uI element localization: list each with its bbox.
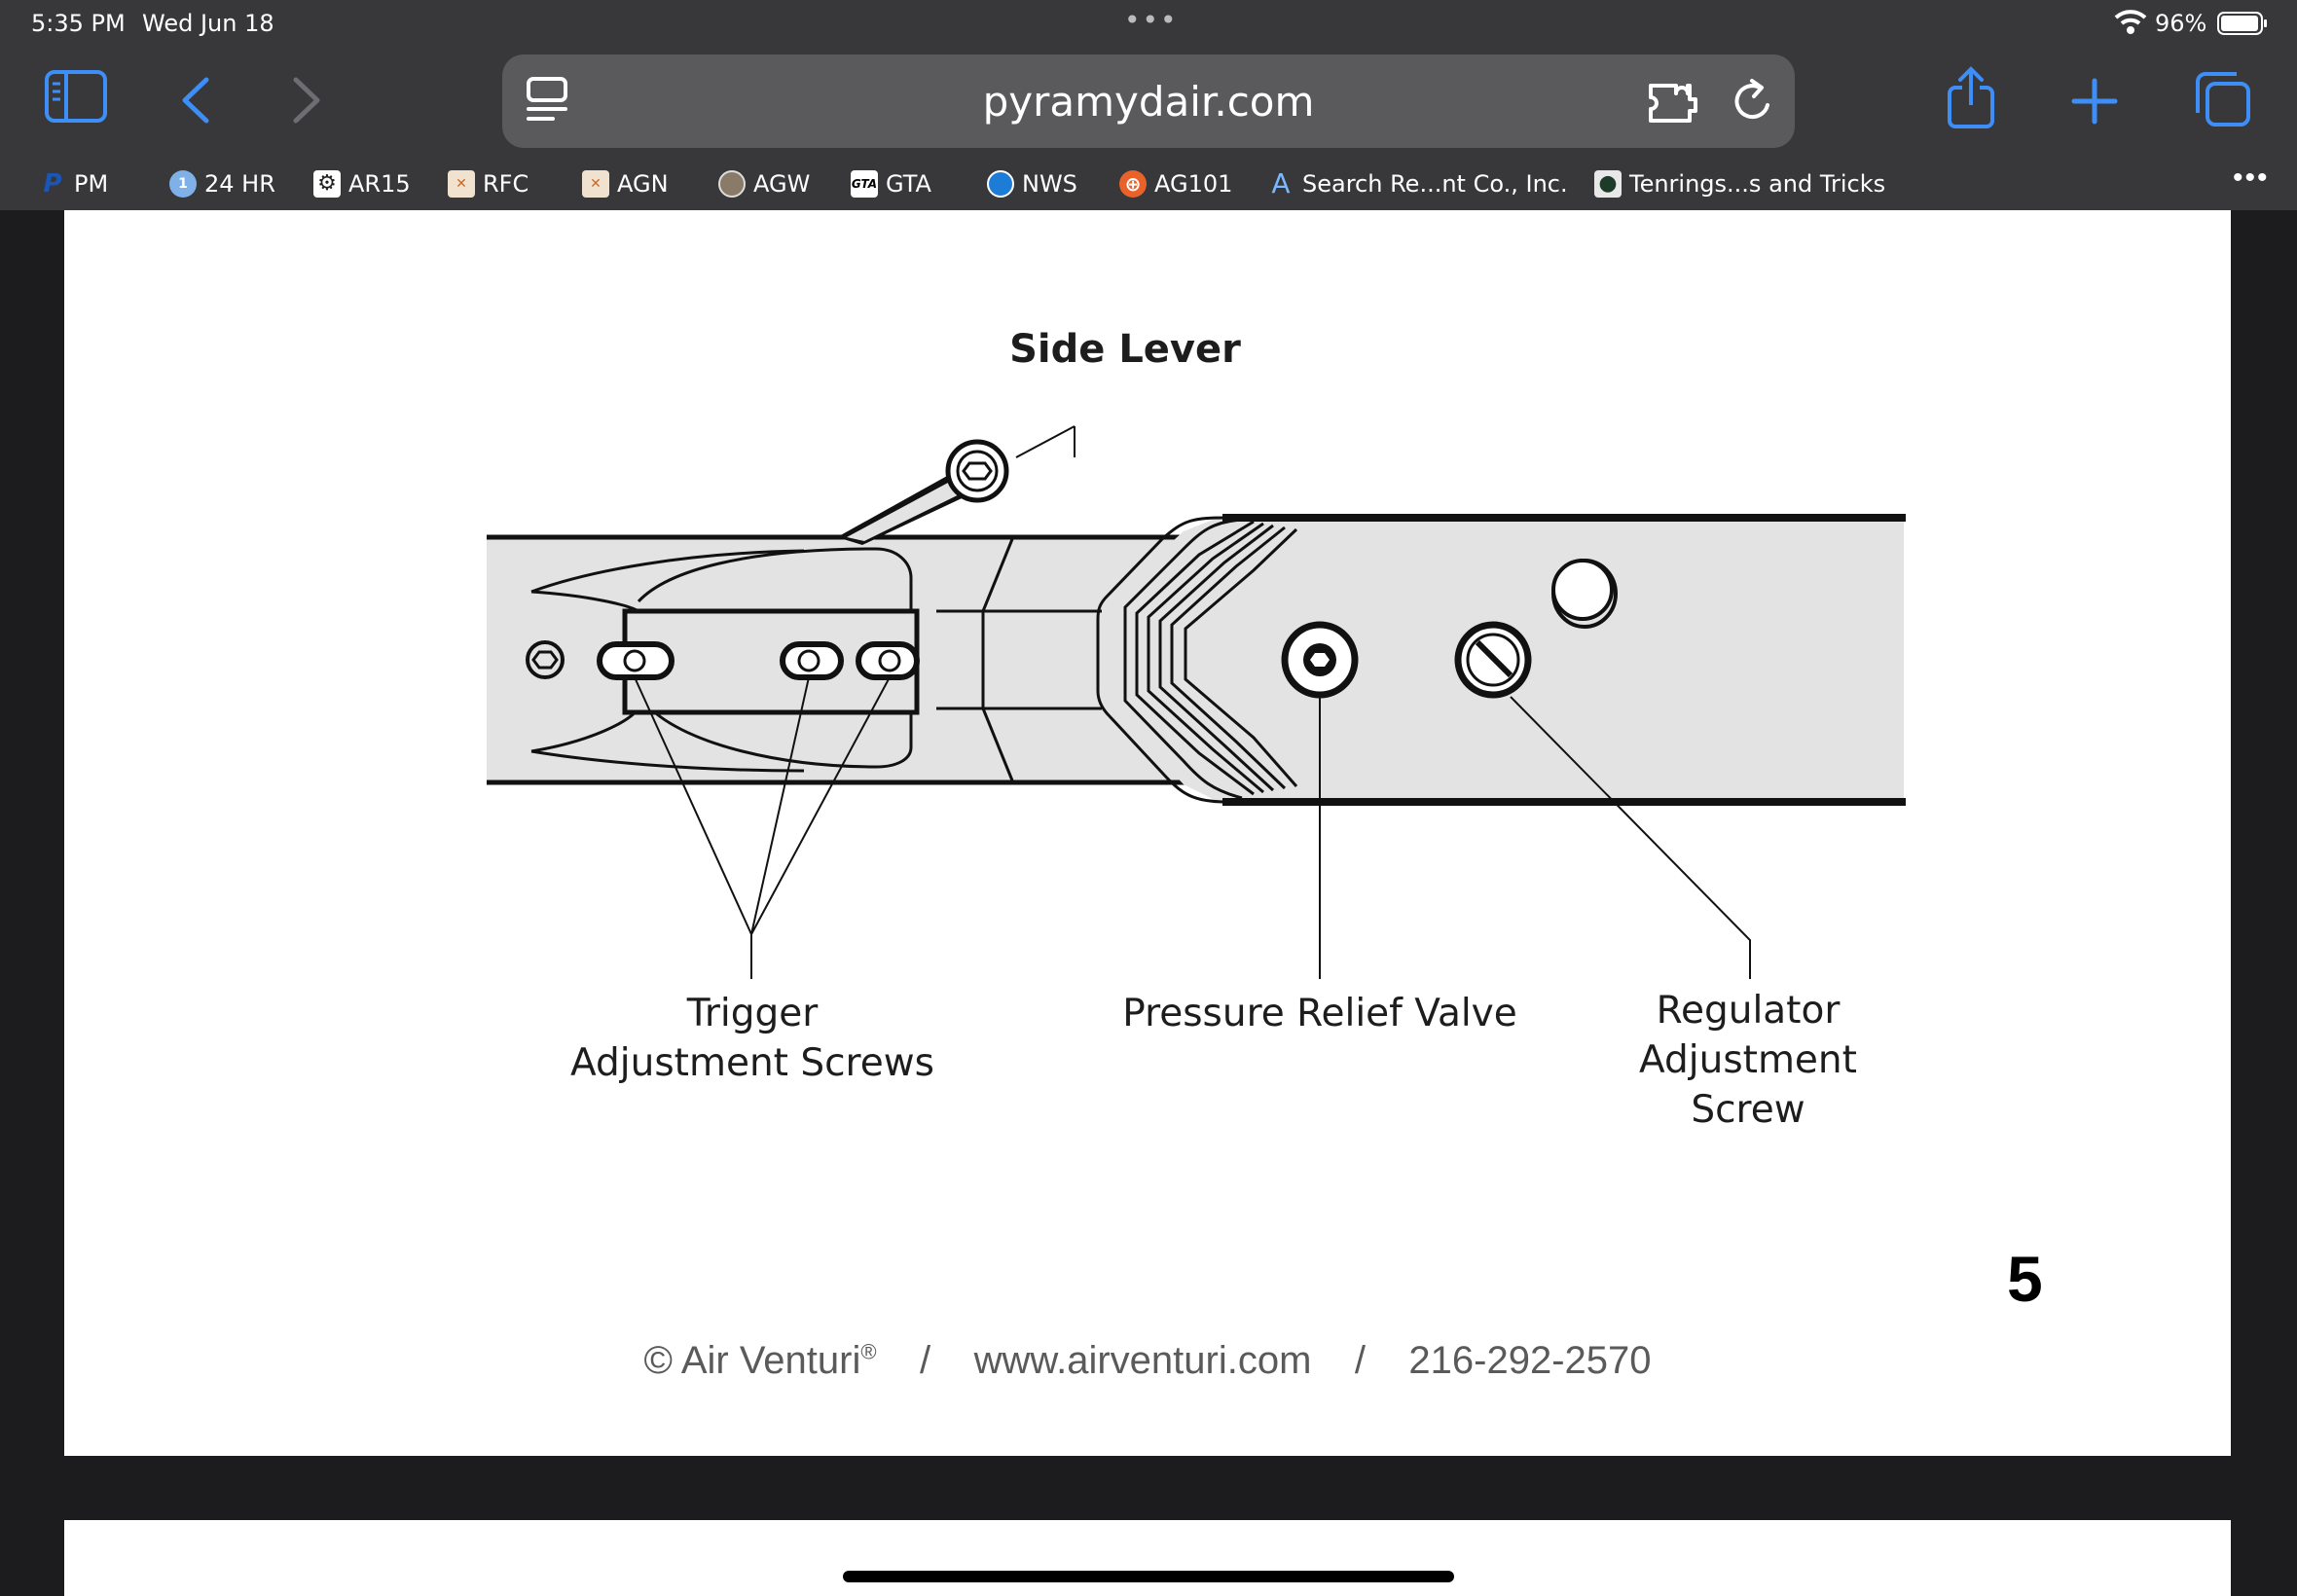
footer-copyright: © Air Venturi (643, 1339, 861, 1382)
paypal-icon: P (43, 169, 62, 199)
label-trigger-line1: Trigger (686, 992, 819, 1035)
bookmark-24hr[interactable]: 1 24 HR (169, 167, 275, 200)
wifi-icon (2114, 10, 2147, 34)
pressure-relief-valve (1281, 621, 1359, 699)
forward-icon[interactable] (290, 76, 323, 125)
bookmark-label: PM (74, 170, 109, 198)
eagle-icon: ✕ (448, 170, 475, 198)
url-text: pyramydair.com (982, 78, 1315, 126)
footer-website[interactable]: www.airventuri.com (973, 1339, 1312, 1382)
target-icon: ⊕ (1119, 170, 1147, 198)
font-a-icon: A (1271, 167, 1291, 200)
bookmark-rfc[interactable]: ✕ RFC (448, 167, 529, 200)
status-date: Wed Jun 18 (142, 10, 274, 37)
footer-phone: 216-292-2570 (1408, 1339, 1652, 1382)
new-tab-icon[interactable] (2071, 78, 2118, 125)
more-bookmarks-icon[interactable]: ••• (2233, 162, 2270, 194)
bookmark-nws[interactable]: NWS (987, 167, 1077, 200)
bookmark-label: AR15 (348, 170, 411, 198)
bookmark-label: AGW (753, 170, 811, 198)
reload-icon[interactable] (1731, 78, 1775, 125)
page-number: 5 (2007, 1243, 2043, 1315)
home-indicator[interactable] (843, 1571, 1454, 1582)
status-time: 5:35 PM (31, 10, 126, 37)
label-pressure-relief: Pressure Relief Valve (1122, 992, 1517, 1035)
pdf-page: Side Lever Trigger Adjustment Screws Pre… (64, 210, 2231, 1456)
sidebar-icon[interactable] (45, 70, 107, 123)
bookmark-label: NWS (1022, 170, 1077, 198)
footer-separator: / (920, 1339, 931, 1382)
page-menu-icon[interactable] (526, 76, 568, 127)
regulator-screw (1454, 621, 1532, 699)
bookmark-agw[interactable]: AGW (718, 167, 810, 200)
bookmark-pm[interactable]: P PM (39, 167, 108, 200)
back-icon[interactable] (179, 76, 212, 125)
eagle-icon: ✕ (582, 170, 609, 198)
label-regulator-line1: Regulator (1656, 989, 1841, 1033)
bookmark-tenrings[interactable]: ● Tenrings...s and Tricks (1594, 167, 1885, 200)
label-regulator-line3: Screw (1691, 1088, 1805, 1132)
bookmark-label: AG101 (1154, 170, 1233, 198)
chat-bubble-icon: 1 (169, 170, 197, 198)
status-bar: 5:35 PM Wed Jun 18 ••• 96% (0, 0, 2297, 47)
gta-logo-icon: GTA (851, 170, 878, 198)
bookmark-label: AGN (617, 170, 669, 198)
bookmark-label: RFC (483, 170, 529, 198)
target-dark-icon: ● (1594, 170, 1622, 198)
bookmark-ag101[interactable]: ⊕ AG101 (1119, 167, 1232, 200)
globe-icon (718, 170, 746, 198)
multitasking-dots-icon[interactable]: ••• (1124, 4, 1179, 36)
battery-icon (2217, 12, 2267, 35)
gear-icon: ⚙ (313, 170, 341, 198)
trigger-screws (597, 641, 920, 680)
bookmark-search-rent[interactable]: A Search Re...nt Co., Inc. (1267, 167, 1568, 200)
next-pdf-page (64, 1520, 2231, 1596)
tabs-overview-icon[interactable] (2194, 70, 2252, 128)
fill-plug (1551, 559, 1618, 629)
air-rifle-diagram (487, 425, 1906, 979)
address-bar[interactable]: pyramydair.com (502, 54, 1795, 148)
battery-percent: 96% (2155, 10, 2207, 37)
bookmark-label: GTA (886, 170, 931, 198)
hex-screw (526, 640, 565, 679)
share-icon[interactable] (1947, 66, 1995, 128)
favorites-bar: P PM 1 24 HR ⚙ AR15 ✕ RFC ✕ AGN AGW GTA … (0, 154, 2297, 208)
bookmark-agn[interactable]: ✕ AGN (582, 167, 669, 200)
bookmark-label: Search Re...nt Co., Inc. (1302, 170, 1568, 198)
bookmark-label: Tenrings...s and Tricks (1629, 170, 1886, 198)
label-regulator-line2: Adjustment (1639, 1038, 1857, 1082)
bookmark-label: 24 HR (204, 170, 275, 198)
side-lever (837, 439, 1009, 545)
bookmark-ar15[interactable]: ⚙ AR15 (313, 167, 411, 200)
label-side-lever: Side Lever (1009, 327, 1241, 372)
browser-toolbar: pyramydair.com P PM 1 24 HR ⚙ (0, 47, 2297, 210)
page-footer: © Air Venturi® / www.airventuri.com / 21… (64, 1339, 2231, 1383)
bookmark-gta[interactable]: GTA GTA (851, 167, 931, 200)
footer-separator: / (1354, 1339, 1366, 1382)
label-trigger-line2: Adjustment Screws (570, 1041, 934, 1085)
extension-icon[interactable] (1647, 82, 1699, 125)
footer-registered: ® (860, 1339, 877, 1364)
noaa-icon (987, 170, 1014, 198)
